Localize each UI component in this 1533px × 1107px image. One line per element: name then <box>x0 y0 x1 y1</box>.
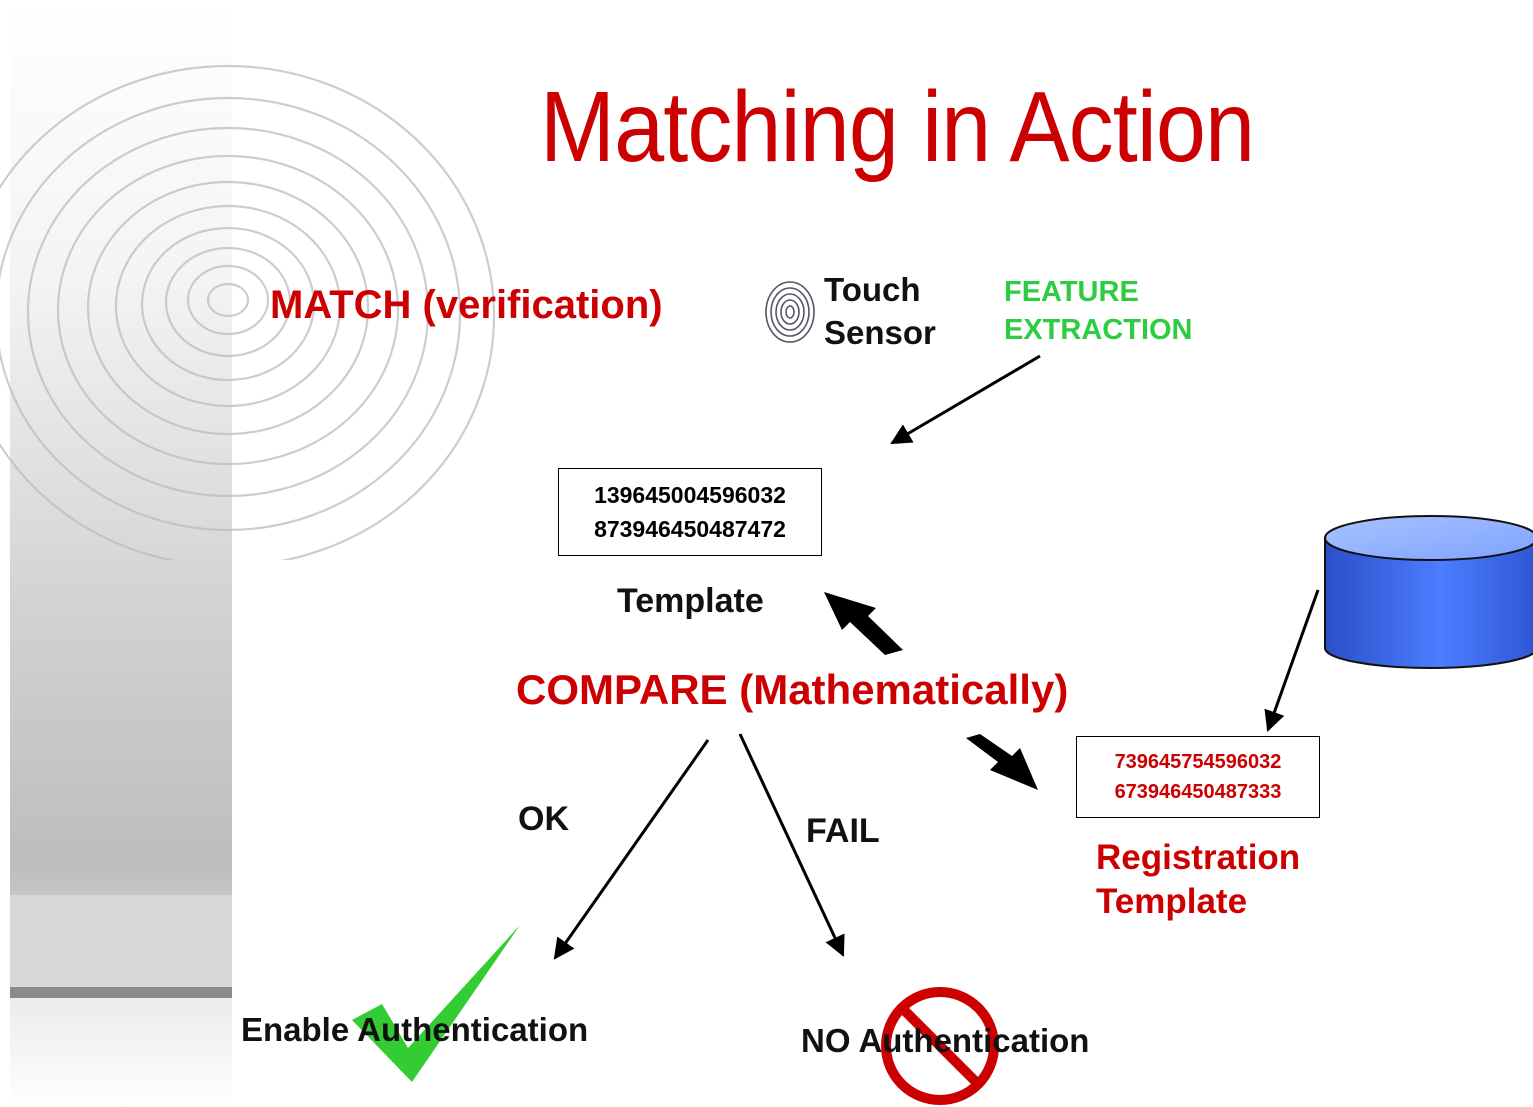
compare-label: COMPARE (Mathematically) <box>516 666 1069 713</box>
template-data-line-1: 139645004596032 <box>594 482 786 508</box>
no-authentication-label: NO Authentication <box>801 1022 1090 1059</box>
enable-authentication-label: Enable Authentication <box>241 1011 589 1048</box>
green-checkmark-icon <box>352 925 520 1082</box>
fingerprint-icon <box>765 281 815 343</box>
sensor-label-line-1: Touch <box>824 271 921 308</box>
feature-label-line-2: EXTRACTION <box>1004 314 1193 346</box>
match-verification-label: MATCH (verification) <box>270 283 663 327</box>
background-fingerprint-icon <box>0 64 496 560</box>
registration-data-line-2: 673946450487333 <box>1114 781 1282 803</box>
registration-template-label: Registration Template <box>1096 836 1300 924</box>
prohibition-sign-icon <box>881 987 999 1105</box>
block-arrow-to-registration <box>966 734 1038 790</box>
template-data-line-2: 873946450487472 <box>594 516 786 542</box>
sensor-label-line-2: Sensor <box>824 314 936 351</box>
feature-extraction-label: FEATURE EXTRACTION <box>1004 273 1193 349</box>
database-cylinder-icon <box>1324 515 1533 669</box>
touch-sensor-label: Touch Sensor <box>824 268 936 354</box>
block-arrow-to-template <box>824 592 903 655</box>
template-label: Template <box>617 582 764 620</box>
feature-label-line-1: FEATURE <box>1004 276 1139 308</box>
registration-data-box: 739645754596032 673946450487333 <box>1076 736 1320 818</box>
background-stripe-dark <box>10 987 232 998</box>
template-data-box: 139645004596032 873946450487472 <box>558 468 822 556</box>
ok-label: OK <box>518 800 569 838</box>
fail-label: FAIL <box>806 812 880 850</box>
slide-title: Matching in Action <box>540 71 1255 183</box>
arrow-feature-to-template <box>890 354 1041 445</box>
arrow-fail <box>738 733 845 957</box>
background-stripe <box>10 895 232 987</box>
registration-label-line-2: Template <box>1096 882 1248 921</box>
registration-data-line-1: 739645754596032 <box>1114 751 1282 773</box>
registration-label-line-1: Registration <box>1096 838 1301 877</box>
arrow-database-to-registration <box>1264 589 1320 732</box>
arrow-ok <box>553 739 710 960</box>
